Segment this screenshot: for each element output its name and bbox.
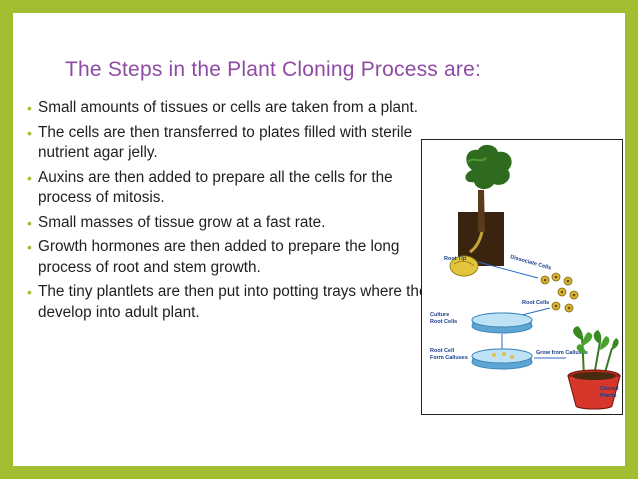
callus-dish [471, 348, 533, 370]
label-root-cells: Root Cells [522, 300, 549, 306]
canopy-highlight [467, 157, 487, 163]
culture-dish [471, 312, 533, 334]
label-culture-1: Culture [430, 312, 449, 318]
root-strand [469, 231, 484, 254]
label-culture-2: Root Cells [430, 319, 457, 325]
root-tip-blob [449, 255, 479, 277]
tree-illustration [449, 144, 512, 277]
bullet-list: Small amounts of tissues or cells are ta… [26, 98, 446, 327]
label-grow-calluses: Grow from Calluses [536, 350, 588, 356]
bullet-item: Auxins are then added to prepare all the… [26, 168, 446, 209]
root-cells-cluster [540, 272, 579, 313]
label-root-tip: Root Tip [444, 256, 467, 262]
bullet-item: The tiny plantlets are then put into pot… [26, 282, 446, 323]
flower-pot [567, 369, 621, 410]
label-cloned-1: Cloned [600, 386, 619, 392]
bullet-item: Small amounts of tissues or cells are ta… [26, 98, 446, 119]
slide-title: The Steps in the Plant Cloning Process a… [65, 58, 481, 81]
label-cloned-2: Plants [600, 393, 617, 399]
label-callus-2: Form Calluses [430, 355, 468, 361]
root-tip-detail [453, 260, 475, 267]
bullet-item: Growth hormones are then added to prepar… [26, 237, 446, 278]
bullet-item: Small masses of tissue grow at a fast ra… [26, 213, 446, 234]
cloning-diagram-svg: Root Tip Dissociate Cells [430, 144, 621, 410]
bullet-item: The cells are then transferred to plates… [26, 123, 446, 164]
cell-nuclei [543, 275, 576, 310]
tree-trunk [478, 190, 485, 232]
slide-panel: The Steps in the Plant Cloning Process a… [13, 13, 625, 466]
label-dissociate-cells: Dissociate Cells [509, 254, 551, 271]
arrow-dissociate [477, 261, 539, 279]
cloned-plants [573, 326, 619, 377]
cloning-diagram: Root Tip Dissociate Cells [421, 139, 623, 415]
label-callus-1: Root Cell [430, 348, 455, 354]
tree-canopy [465, 144, 512, 190]
